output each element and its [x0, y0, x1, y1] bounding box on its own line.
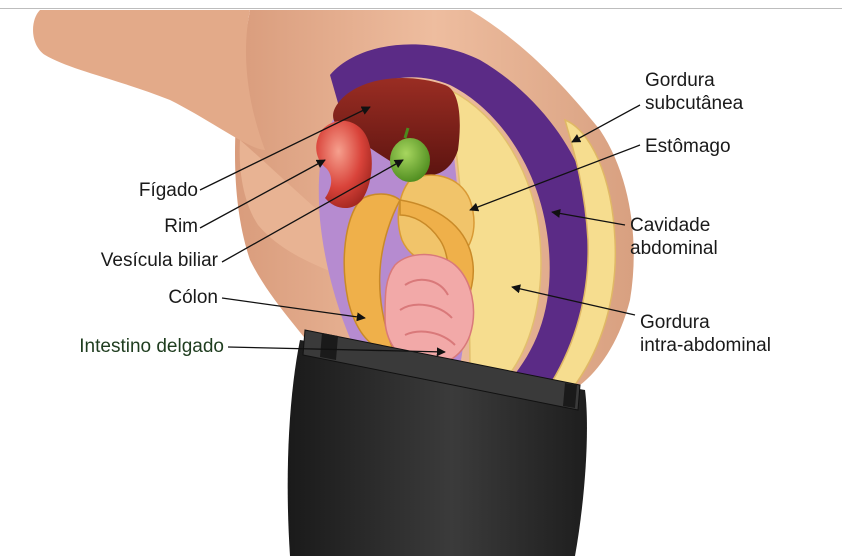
- label-vesicula-biliar: Vesícula biliar: [60, 250, 218, 271]
- label-gordura-intra-2: intra-abdominal: [640, 335, 771, 356]
- label-cavidade-2: abdominal: [630, 238, 718, 259]
- gallbladder-organ: [390, 138, 430, 182]
- label-figado: Fígado: [110, 180, 198, 201]
- label-gordura-subcutanea-2: subcutânea: [645, 93, 743, 114]
- label-intestino-delgado: Intestino delgado: [30, 336, 224, 357]
- arm: [33, 10, 265, 150]
- label-colon: Cólon: [130, 287, 218, 308]
- label-rim: Rim: [140, 216, 198, 237]
- label-cavidade-1: Cavidade: [630, 215, 710, 236]
- label-gordura-subcutanea-1: Gordura: [645, 70, 715, 91]
- label-gordura-intra-1: Gordura: [640, 312, 710, 333]
- label-estomago: Estômago: [645, 136, 731, 157]
